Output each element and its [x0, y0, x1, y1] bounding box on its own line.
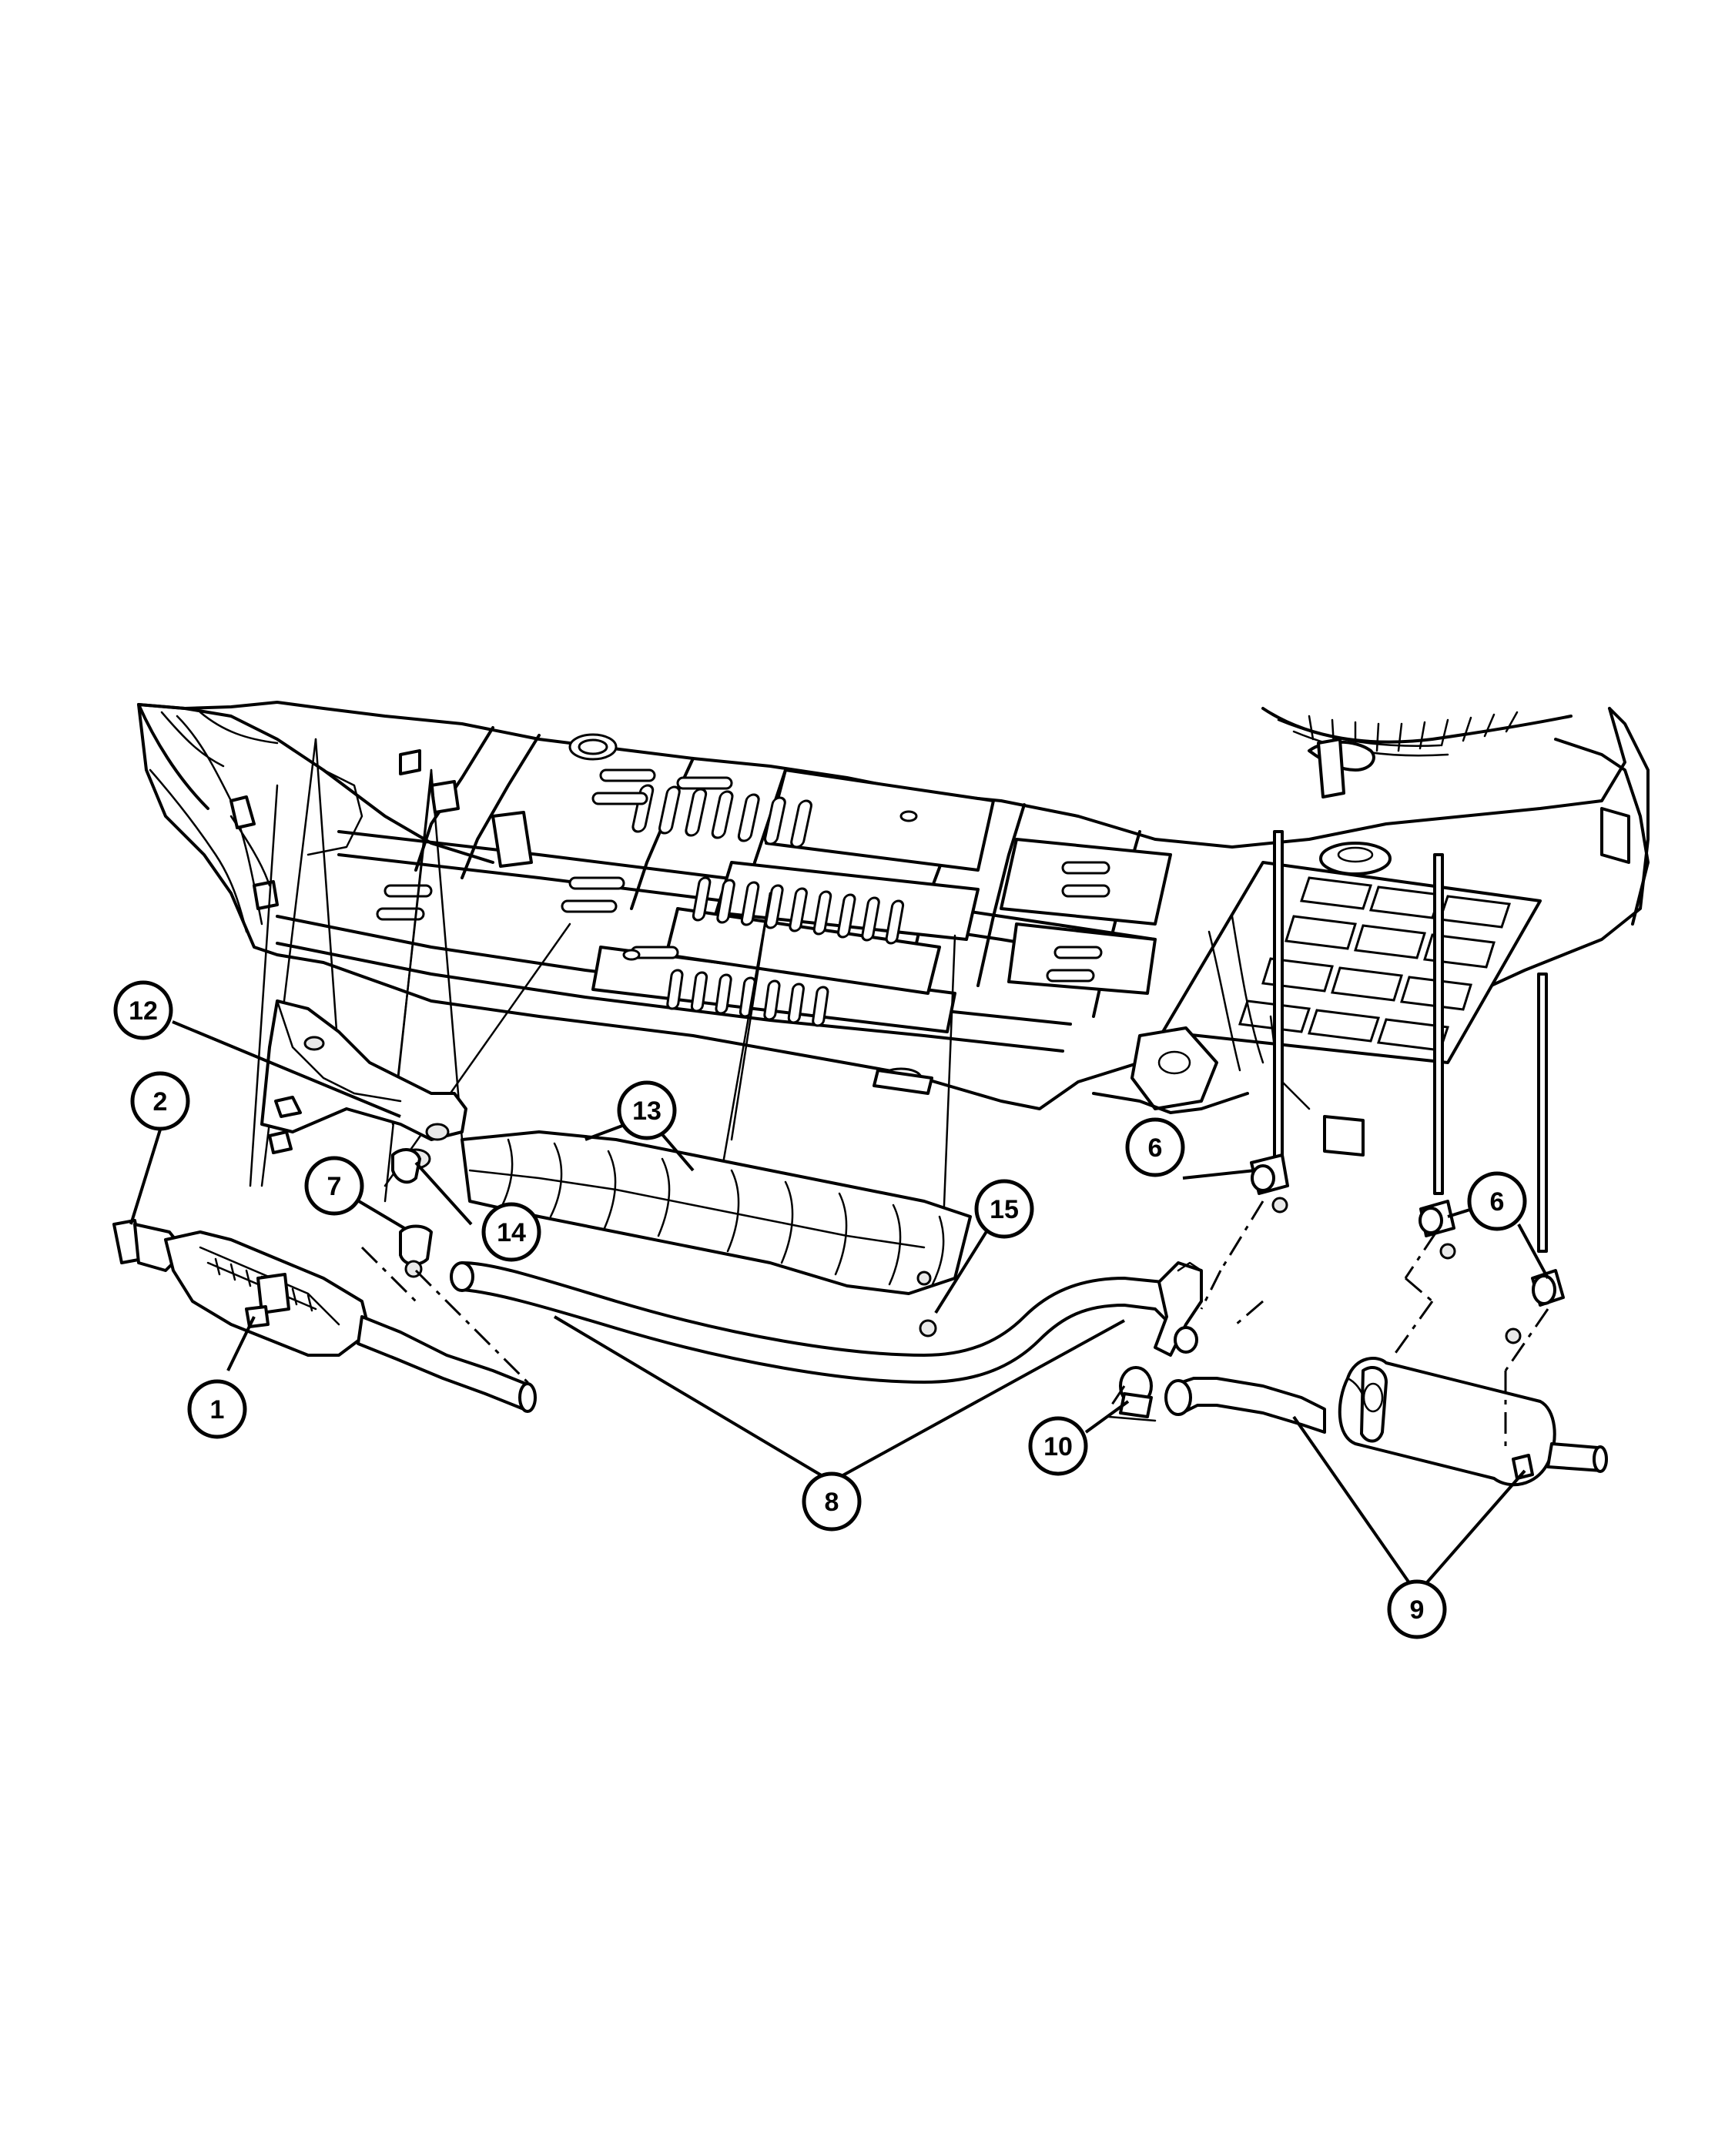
front-heat-shield — [260, 999, 467, 1170]
floor-ribs-upper — [631, 784, 812, 849]
assembly-guides — [360, 1200, 1549, 1448]
callout-13: 13 — [617, 1080, 677, 1140]
svg-text:12: 12 — [129, 996, 158, 1026]
catalytic-converter — [112, 1219, 537, 1413]
muffler-assembly — [1164, 1357, 1608, 1487]
svg-text:1: 1 — [210, 1395, 225, 1424]
callout-6-left: 6 — [1125, 1117, 1185, 1177]
callout-15: 15 — [974, 1179, 1034, 1239]
exhaust-clamp — [1107, 1366, 1157, 1422]
svg-text:6: 6 — [1490, 1187, 1505, 1217]
floor-ribs-middle — [692, 876, 905, 945]
svg-text:13: 13 — [632, 1096, 662, 1126]
callout-1: 1 — [187, 1379, 247, 1439]
svg-text:6: 6 — [1148, 1133, 1163, 1163]
exhaust-intermediate-pipe — [450, 1261, 1203, 1384]
callout-7: 7 — [304, 1156, 364, 1216]
svg-text:10: 10 — [1043, 1432, 1073, 1461]
svg-text:14: 14 — [497, 1218, 526, 1247]
vehicle-underbody — [137, 701, 1650, 1157]
callout-10: 10 — [1028, 1416, 1088, 1476]
svg-text:8: 8 — [825, 1488, 839, 1517]
floor-slots-horizontal — [376, 768, 1110, 983]
callout-14: 14 — [481, 1202, 541, 1262]
callout-6-right: 6 — [1467, 1171, 1527, 1231]
callout-8: 8 — [802, 1471, 862, 1532]
callout-2: 2 — [130, 1071, 190, 1131]
svg-text:2: 2 — [153, 1087, 168, 1116]
svg-text:15: 15 — [990, 1195, 1019, 1224]
hanger-isolators — [391, 1148, 1565, 1344]
hanger-guide-lines — [249, 738, 1548, 1253]
mid-heat-shield — [461, 1130, 972, 1295]
callout-12: 12 — [113, 980, 173, 1040]
rear-floor-cells — [1238, 876, 1512, 1052]
svg-text:7: 7 — [327, 1172, 342, 1201]
callout-9: 9 — [1387, 1579, 1447, 1639]
svg-text:9: 9 — [1410, 1595, 1425, 1625]
